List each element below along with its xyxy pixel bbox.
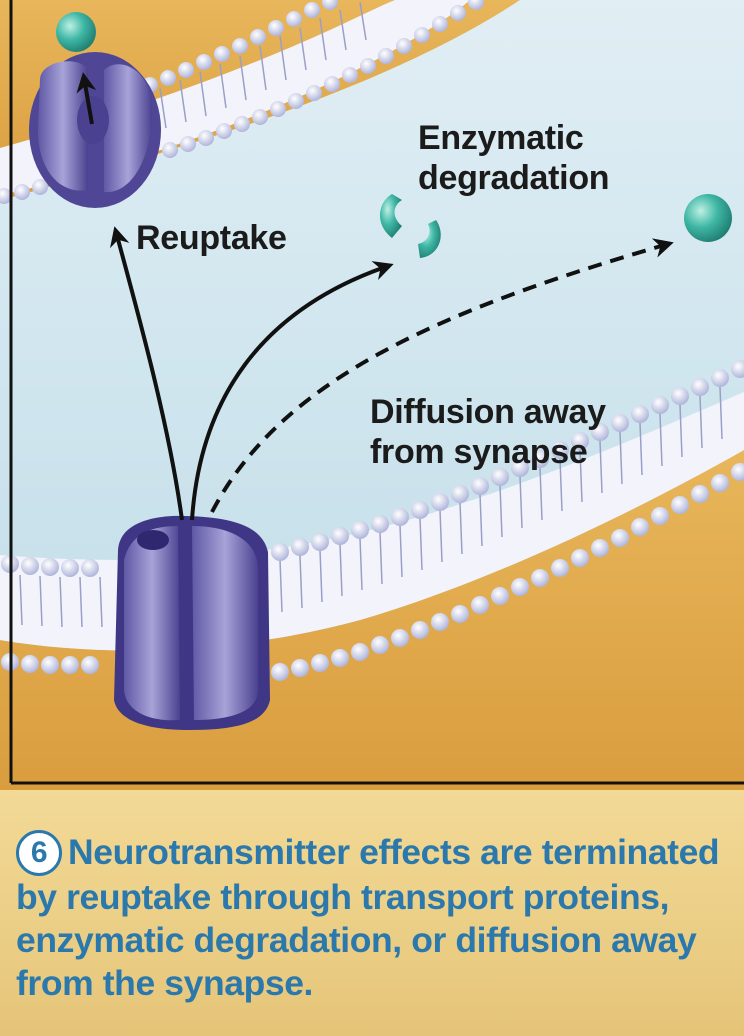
diffusion-line1: Diffusion away bbox=[370, 393, 606, 431]
synapse-illustration bbox=[0, 0, 744, 790]
neurotransmitter-fragment-1 bbox=[379, 194, 402, 238]
neurotransmitter-reuptake bbox=[56, 12, 96, 52]
presynaptic-phospholipid-heads bbox=[0, 0, 484, 204]
synapse-diagram: Reuptake Enzymatic degradation Diffusion… bbox=[0, 0, 744, 790]
diffusion-line2: from synapse bbox=[370, 433, 588, 471]
postsynaptic-lipid-tails bbox=[19, 386, 723, 628]
enzymatic-line1: Enzymatic bbox=[418, 119, 584, 157]
caption-line2: by reuptake through transport proteins, bbox=[16, 877, 670, 917]
neurotransmitter-diffused bbox=[684, 194, 732, 242]
enzymatic-degradation-label: Enzymatic degradation bbox=[418, 118, 658, 198]
reuptake-arrow bbox=[110, 226, 184, 521]
uptake-inner-arrow bbox=[76, 72, 97, 125]
caption-line1-text: Neurotransmitter effects are terminated bbox=[68, 832, 720, 872]
caption-line4: from the synapse. bbox=[16, 963, 314, 1003]
enzymatic-line2: degradation bbox=[418, 159, 610, 197]
reuptake-transport-protein bbox=[29, 52, 161, 208]
degradation-arrow bbox=[190, 261, 394, 521]
reuptake-label: Reuptake bbox=[136, 219, 287, 257]
postsynaptic-phospholipid-heads bbox=[1, 360, 744, 681]
step-number-badge: 6 bbox=[16, 830, 62, 876]
diffusion-arrow bbox=[210, 238, 674, 513]
caption-panel bbox=[0, 790, 744, 1036]
postsynaptic-protein bbox=[114, 515, 270, 730]
presynaptic-lipid-tails bbox=[159, 1, 367, 129]
diffusion-label: Diffusion away from synapse bbox=[370, 392, 670, 472]
neurotransmitter-fragment-2 bbox=[418, 220, 441, 258]
caption-line3: enzymatic degradation, or diffusion away bbox=[16, 920, 697, 960]
